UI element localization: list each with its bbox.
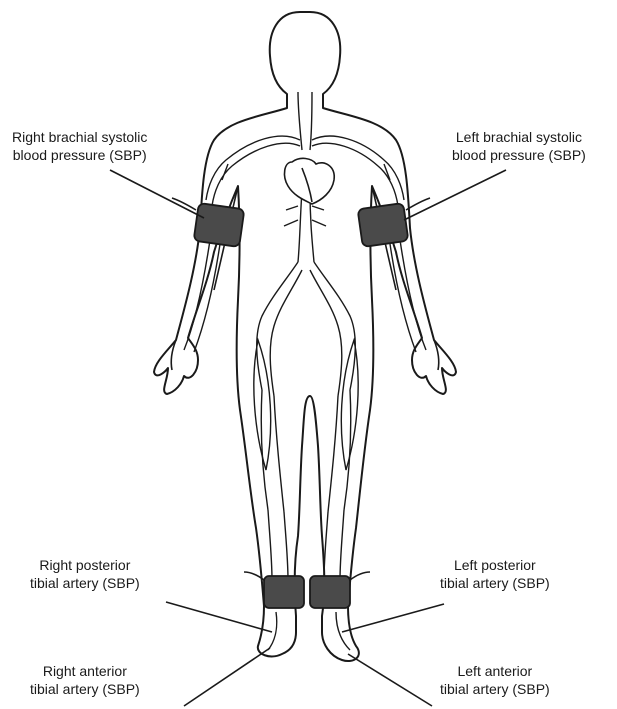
left-arm-cuff [358, 203, 409, 247]
left-ankle-cuff [310, 576, 350, 608]
right-ankle-cuff [264, 576, 304, 608]
leader-right-posterior-tibial [166, 602, 272, 632]
leader-right-anterior-tibial [184, 648, 270, 706]
label-left-posterior-tibial: Left posterior tibial artery (SBP) [440, 556, 550, 592]
label-left-anterior-tibial: Left anterior tibial artery (SBP) [440, 662, 550, 698]
right-arm-cuff [194, 203, 245, 247]
leader-left-posterior-tibial [342, 604, 444, 632]
leader-left-brachial [404, 170, 506, 220]
label-right-anterior-tibial: Right anterior tibial artery (SBP) [30, 662, 140, 698]
label-right-posterior-tibial: Right posterior tibial artery (SBP) [30, 556, 140, 592]
leader-right-brachial [110, 170, 204, 218]
label-left-brachial: Left brachial systolic blood pressure (S… [452, 128, 586, 164]
label-right-brachial: Right brachial systolic blood pressure (… [12, 128, 147, 164]
leader-left-anterior-tibial [348, 654, 432, 706]
